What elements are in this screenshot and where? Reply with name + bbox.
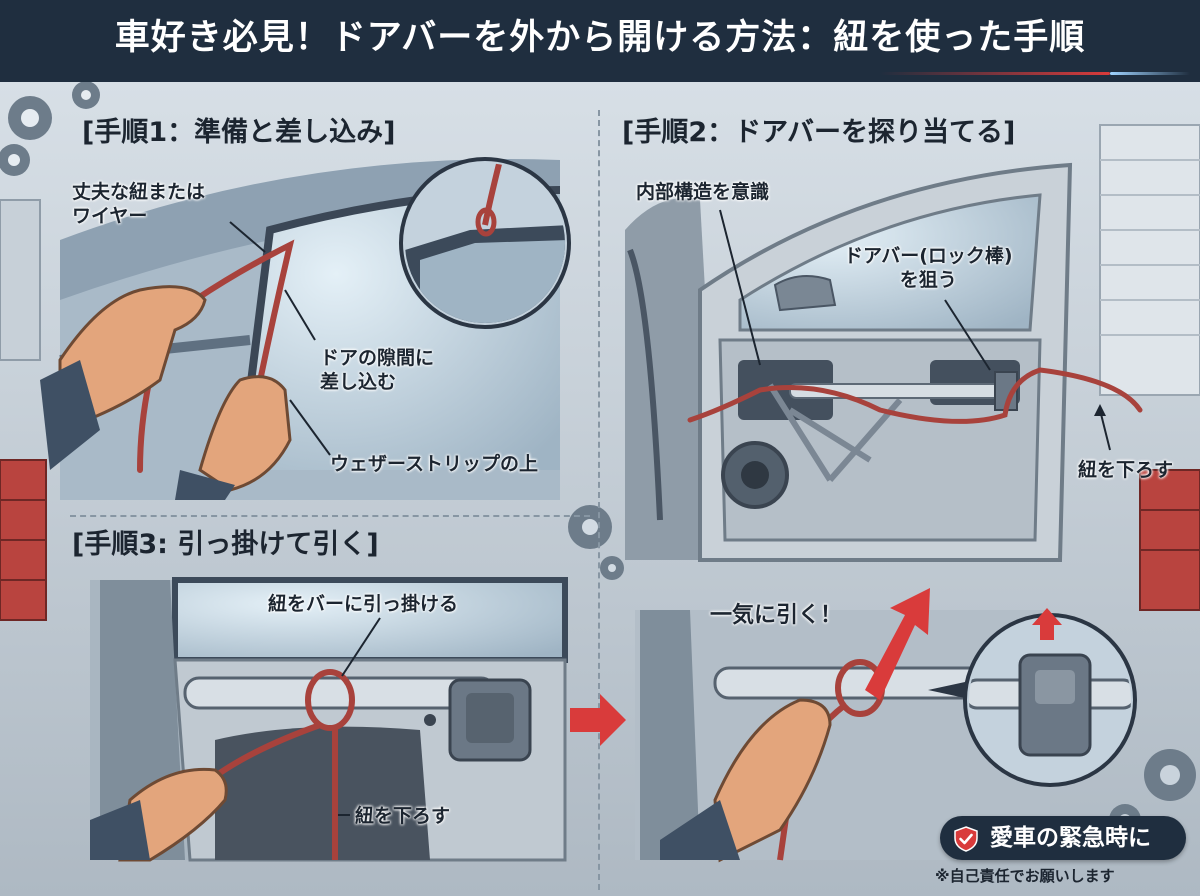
emergency-badge: 愛車の緊急時に — [940, 816, 1186, 860]
label-insert-into-gap: ドアの隙間に 差し込む — [320, 347, 435, 393]
panel-divider-horizontal — [70, 515, 590, 517]
header-accent-streak — [880, 72, 1110, 75]
label-weatherstrip: ウェザーストリップの上 — [330, 453, 539, 475]
panel-divider-vertical — [598, 110, 600, 890]
header-accent-streak — [1110, 72, 1190, 75]
hand-right — [175, 375, 292, 500]
disclaimer-text: ※自己責任でお願いします — [935, 867, 1115, 885]
header-bar: 車好き必見！ドアバーを外から開ける方法：紐を使った手順 — [0, 0, 1200, 82]
step1-title: [手順1：準備と差し込み] — [82, 117, 396, 148]
label-hook-string-on-bar: 紐をバーに引っ掛ける — [268, 593, 459, 615]
step1-illustration — [40, 157, 571, 500]
step2-title: [手順2：ドアバーを探り当てる] — [622, 117, 1016, 148]
badge-text: 愛車の緊急時に — [990, 825, 1151, 851]
label-string-or-wire: 丈夫な紐または ワイヤー — [72, 181, 206, 227]
next-step-arrow-icon — [570, 694, 626, 746]
label-internal-structure: 内部構造を意識 — [636, 181, 770, 203]
label-lower-string-step2: 紐を下ろす — [1078, 459, 1174, 481]
label-lower-string-step3: 紐を下ろす — [355, 805, 451, 827]
label-target-door-bar: ドアバー(ロック棒) を狙う — [844, 245, 1013, 291]
label-pull-at-once: 一気に引く！ — [710, 603, 843, 628]
shield-check-icon — [954, 826, 978, 852]
gear-icon — [0, 81, 100, 176]
page-title: 車好き必見！ドアバーを外から開ける方法：紐を使った手順 — [114, 18, 1086, 58]
hand-pull-left — [90, 767, 228, 862]
garage-door-right — [1099, 124, 1200, 611]
hand-left — [40, 285, 207, 470]
step3-illustration — [90, 577, 568, 862]
hand-pull-right — [660, 698, 832, 863]
step4-illustration — [635, 588, 1137, 863]
step2-illustration — [625, 162, 1143, 562]
tool-cabinet-left — [0, 199, 47, 621]
step3-title: [手順3: 引っ掛けて引く] — [72, 529, 379, 560]
